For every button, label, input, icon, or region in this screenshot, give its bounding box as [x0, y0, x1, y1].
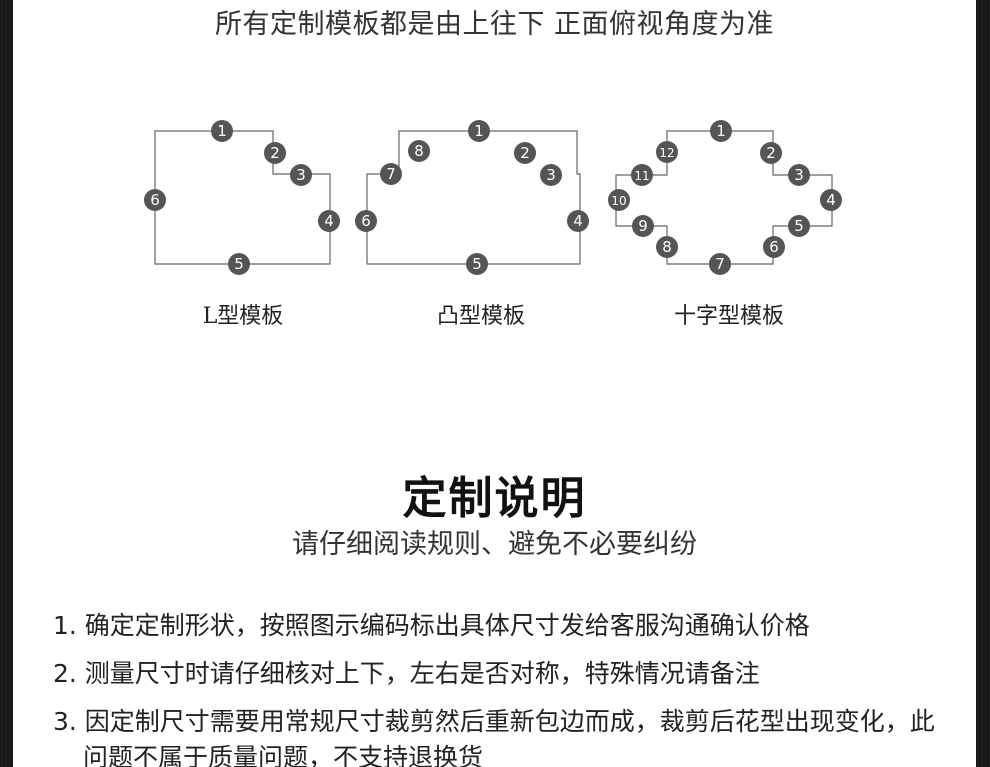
cross-template-marker-label: 1 — [716, 122, 726, 140]
l-template-marker-6: 6 — [144, 189, 166, 211]
rules-list: 1. 确定定制形状，按照图示编码标出具体尺寸发给客服沟通确认价格 2. 测量尺寸… — [53, 608, 953, 767]
template-label-l: L型模板 — [202, 304, 284, 329]
section-subtitle: 请仔细阅读规则、避免不必要纠纷 — [292, 529, 697, 560]
convex-template-marker-label: 5 — [472, 255, 482, 273]
convex-template-marker-6: 6 — [355, 210, 377, 232]
cross-template-marker-10: 10 — [608, 189, 630, 211]
rule-item-3: 3. 因定制尺寸需要用常规尺寸裁剪然后重新包边而成，裁剪后花型出现变化，此问题不… — [53, 707, 935, 767]
cross-template-marker-11: 11 — [631, 164, 653, 186]
cross-template-marker-1: 1 — [710, 120, 732, 142]
cross-template-marker-3: 3 — [788, 164, 810, 186]
convex-template-marker-label: 6 — [361, 212, 371, 230]
cross-template-marker-label: 2 — [766, 144, 776, 162]
convex-template-marker-label: 4 — [573, 212, 583, 230]
l-template-marker-label: 3 — [296, 166, 306, 184]
cross-template-marker-label: 10 — [611, 194, 626, 208]
convex-template-marker-7: 7 — [380, 163, 402, 185]
top-caption: 所有定制模板都是由上往下 正面俯视角度为准 — [214, 9, 775, 40]
convex-template-marker-label: 7 — [386, 165, 396, 183]
cross-template-marker-label: 7 — [715, 255, 725, 273]
cross-template-marker-label: 12 — [659, 146, 674, 160]
l-template-marker-label: 5 — [234, 255, 244, 273]
cross-template-marker-9: 9 — [632, 215, 654, 237]
cross-template-marker-5: 5 — [788, 215, 810, 237]
template-label-cross: 十字型模板 — [673, 304, 784, 329]
section-title: 定制说明 — [402, 473, 587, 524]
convex-template-marker-label: 8 — [414, 142, 424, 160]
convex-template-marker-1: 1 — [468, 120, 490, 142]
cross-template-outline — [615, 130, 833, 265]
cross-template-marker-2: 2 — [760, 142, 782, 164]
cross-template-marker-label: 6 — [769, 238, 779, 256]
cross-template-marker-label: 9 — [638, 217, 648, 235]
l-template-marker-label: 1 — [217, 122, 227, 140]
l-template-marker-1: 1 — [211, 120, 233, 142]
convex-template-outline — [366, 130, 581, 265]
l-template-marker-label: 4 — [324, 212, 334, 230]
template-label-convex: 凸型模板 — [436, 304, 525, 329]
convex-template-marker-4: 4 — [567, 210, 589, 232]
l-template-marker-4: 4 — [318, 210, 340, 232]
convex-template-marker-label: 3 — [546, 166, 556, 184]
cross-template-marker-7: 7 — [709, 253, 731, 275]
l-template-marker-3: 3 — [290, 164, 312, 186]
cross-template-marker-label: 11 — [634, 169, 649, 183]
rule-item-1: 1. 确定定制形状，按照图示编码标出具体尺寸发给客服沟通确认价格 — [53, 611, 810, 640]
convex-template-marker-2: 2 — [514, 142, 536, 164]
convex-template-marker-3: 3 — [540, 164, 562, 186]
convex-template-marker-5: 5 — [466, 253, 488, 275]
cross-template-marker-label: 3 — [794, 166, 804, 184]
cross-template-marker-label: 8 — [662, 238, 672, 256]
convex-template-marker-label: 2 — [520, 144, 530, 162]
l-template-outline — [154, 130, 331, 265]
cross-template-marker-8: 8 — [656, 236, 678, 258]
l-template-marker-label: 2 — [270, 144, 280, 162]
cross-template-marker-label: 5 — [794, 217, 804, 235]
l-template-marker-5: 5 — [228, 253, 250, 275]
l-template-marker-label: 6 — [150, 191, 160, 209]
convex-template-marker-8: 8 — [408, 140, 430, 162]
cross-template-marker-6: 6 — [763, 236, 785, 258]
convex-template-marker-label: 1 — [474, 122, 484, 140]
rule-item-2: 2. 测量尺寸时请仔细核对上下，左右是否对称，特殊情况请备注 — [53, 659, 760, 688]
cross-template-marker-4: 4 — [820, 189, 842, 211]
cross-template-marker-12: 12 — [656, 141, 678, 163]
l-template-marker-2: 2 — [264, 142, 286, 164]
cross-template-marker-label: 4 — [826, 191, 836, 209]
